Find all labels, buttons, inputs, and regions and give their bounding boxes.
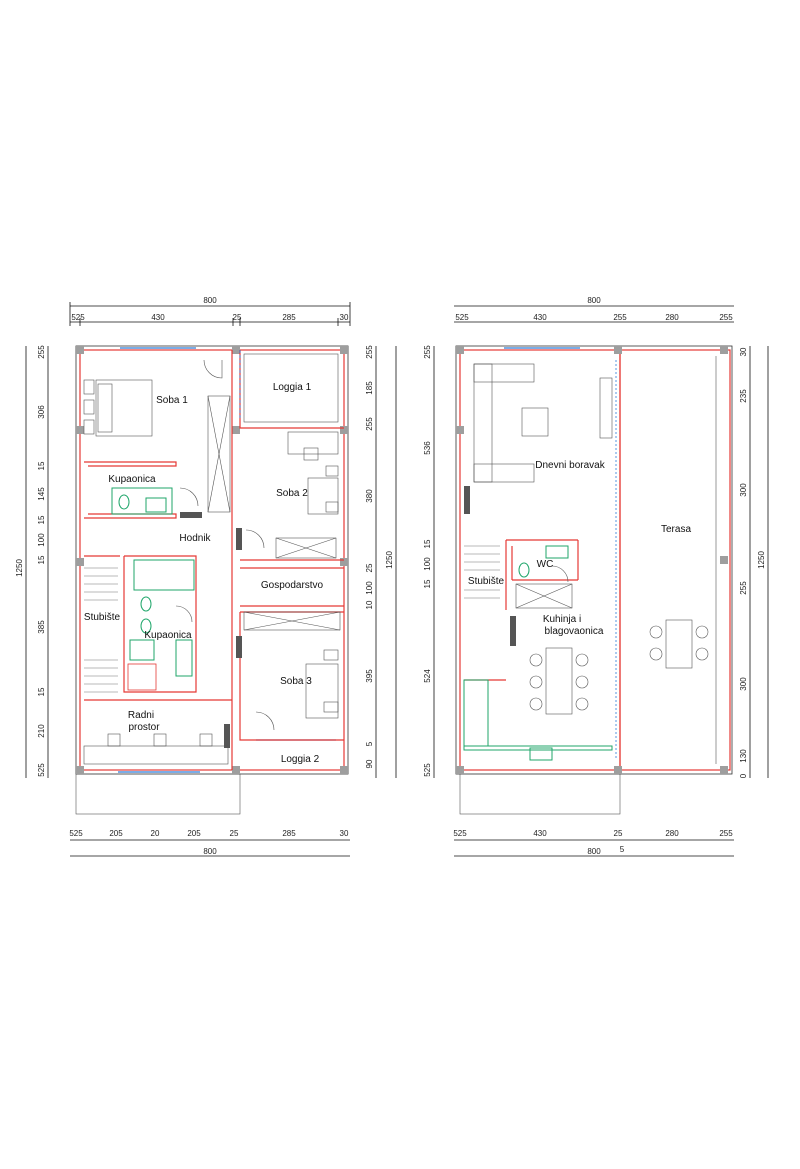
right-top-total: 800 [587, 296, 601, 305]
room-terasa: Terasa [661, 524, 691, 535]
left-left-total: 1250 [15, 559, 24, 577]
left-bot-seg-2: 20 [151, 829, 160, 838]
right-left-seg-0: 255 [423, 345, 432, 359]
right-right-seg-0: 30 [739, 347, 748, 356]
right-right-seg-3: 255 [739, 581, 748, 595]
right-bot-seg-4: 255 [719, 829, 733, 838]
right-right-seg-6: 0 [739, 773, 748, 778]
room-soba-1: Soba 1 [156, 395, 188, 406]
right-left-seg-6: 525 [423, 763, 432, 777]
right-bottom-dimensions: 525 430 25 280 255 800 5 [453, 829, 734, 857]
left-right-seg-6: 10 [365, 600, 374, 609]
room-dnevni-boravak: Dnevni boravak [535, 460, 605, 471]
left-top-seg-0: 525 [71, 313, 85, 322]
room-soba-2: Soba 2 [276, 488, 308, 499]
right-left-seg-4: 15 [423, 579, 432, 588]
left-left-seg-7: 385 [37, 620, 46, 634]
left-top-seg-3: 285 [282, 313, 296, 322]
room-loggia-2: Loggia 2 [281, 754, 320, 765]
left-bot-total: 800 [203, 847, 217, 856]
room-soba-3: Soba 3 [280, 676, 312, 687]
right-floor-plan: 800 525 430 255 280 255 255 536 15 100 1… [423, 296, 769, 857]
room-hodnik: Hodnik [179, 533, 211, 544]
right-top-seg-4: 255 [719, 313, 733, 322]
left-left-seg-10: 525 [37, 763, 46, 777]
left-right-seg-9: 90 [365, 759, 374, 768]
left-bot-seg-1: 205 [109, 829, 123, 838]
right-right-seg-2: 300 [739, 483, 748, 497]
room-loggia-1: Loggia 1 [273, 382, 312, 393]
left-right-seg-2: 255 [365, 417, 374, 431]
right-top-seg-3: 280 [665, 313, 679, 322]
left-left-seg-4: 15 [37, 515, 46, 524]
left-right-seg-4: 25 [365, 563, 374, 572]
left-bot-seg-3: 205 [187, 829, 201, 838]
right-left-seg-1: 536 [423, 441, 432, 455]
left-right-seg-1: 185 [365, 381, 374, 395]
right-top-dimensions: 800 525 430 255 280 255 [454, 296, 734, 323]
left-left-dimensions: 1250 255 306 15 145 15 100 15 385 15 210… [15, 345, 49, 778]
right-right-dimensions: 1250 30 235 300 255 300 130 0 [739, 346, 769, 778]
right-bot-total: 800 [587, 847, 601, 856]
left-bot-seg-6: 30 [340, 829, 349, 838]
right-left-dimensions: 255 536 15 100 15 524 525 [423, 345, 435, 778]
room-radni-line1: Radni [128, 710, 154, 721]
left-right-seg-5: 100 [365, 581, 374, 595]
right-left-seg-3: 100 [423, 557, 432, 571]
right-top-seg-2: 255 [613, 313, 627, 322]
left-left-seg-3: 145 [37, 487, 46, 501]
left-top-seg-1: 430 [151, 313, 165, 322]
left-bot-seg-5: 285 [282, 829, 296, 838]
left-top-seg-2: 25 [233, 313, 242, 322]
room-kuhinja-line2: blagovaonica [545, 626, 604, 637]
left-left-seg-1: 306 [37, 405, 46, 419]
right-left-seg-5: 524 [423, 669, 432, 683]
right-top-seg-0: 525 [455, 313, 469, 322]
room-radni-line2: prostor [128, 722, 160, 733]
right-bot-seg-2: 25 [614, 829, 623, 838]
left-left-seg-9: 210 [37, 724, 46, 738]
left-left-seg-5: 100 [37, 533, 46, 547]
right-right-seg-4: 300 [739, 677, 748, 691]
room-wc: WC [537, 559, 554, 570]
left-top-total: 800 [203, 296, 217, 305]
left-right-dimensions: 1250 255 185 255 380 25 100 10 395 5 90 [365, 345, 397, 778]
room-kupaonica-2: Kupaonica [144, 630, 192, 641]
room-gospodarstvo: Gospodarstvo [261, 580, 324, 591]
left-right-seg-0: 255 [365, 345, 374, 359]
right-bot-seg-3: 280 [665, 829, 679, 838]
room-stubiste-2: Stubište [468, 576, 505, 587]
room-kupaonica-1: Kupaonica [108, 474, 156, 485]
left-floor-plan: 800 525 430 25 285 30 1250 255 306 15 14… [15, 296, 397, 857]
left-right-total: 1250 [385, 551, 394, 569]
left-right-seg-7: 395 [365, 669, 374, 683]
right-bot-extra: 5 [620, 845, 625, 854]
right-right-total: 1250 [757, 551, 766, 569]
left-top-seg-4: 30 [340, 313, 349, 322]
right-right-seg-5: 130 [739, 749, 748, 763]
right-bot-seg-1: 430 [533, 829, 547, 838]
left-bot-seg-4: 25 [230, 829, 239, 838]
room-kuhinja-line1: Kuhinja i [543, 614, 581, 625]
right-left-seg-2: 15 [423, 539, 432, 548]
room-stubiste: Stubište [84, 612, 121, 623]
left-left-seg-8: 15 [37, 687, 46, 696]
left-left-seg-6: 15 [37, 555, 46, 564]
right-top-seg-1: 430 [533, 313, 547, 322]
left-left-seg-2: 15 [37, 461, 46, 470]
left-left-seg-0: 255 [37, 345, 46, 359]
left-right-seg-8: 5 [365, 741, 374, 746]
left-bottom-dimensions: 525 205 20 205 25 285 30 800 [69, 829, 350, 857]
right-right-seg-1: 235 [739, 389, 748, 403]
left-right-seg-3: 380 [365, 489, 374, 503]
left-bot-seg-0: 525 [69, 829, 83, 838]
left-top-dimensions: 800 525 430 25 285 30 [69, 296, 351, 326]
right-bot-seg-0: 525 [453, 829, 467, 838]
